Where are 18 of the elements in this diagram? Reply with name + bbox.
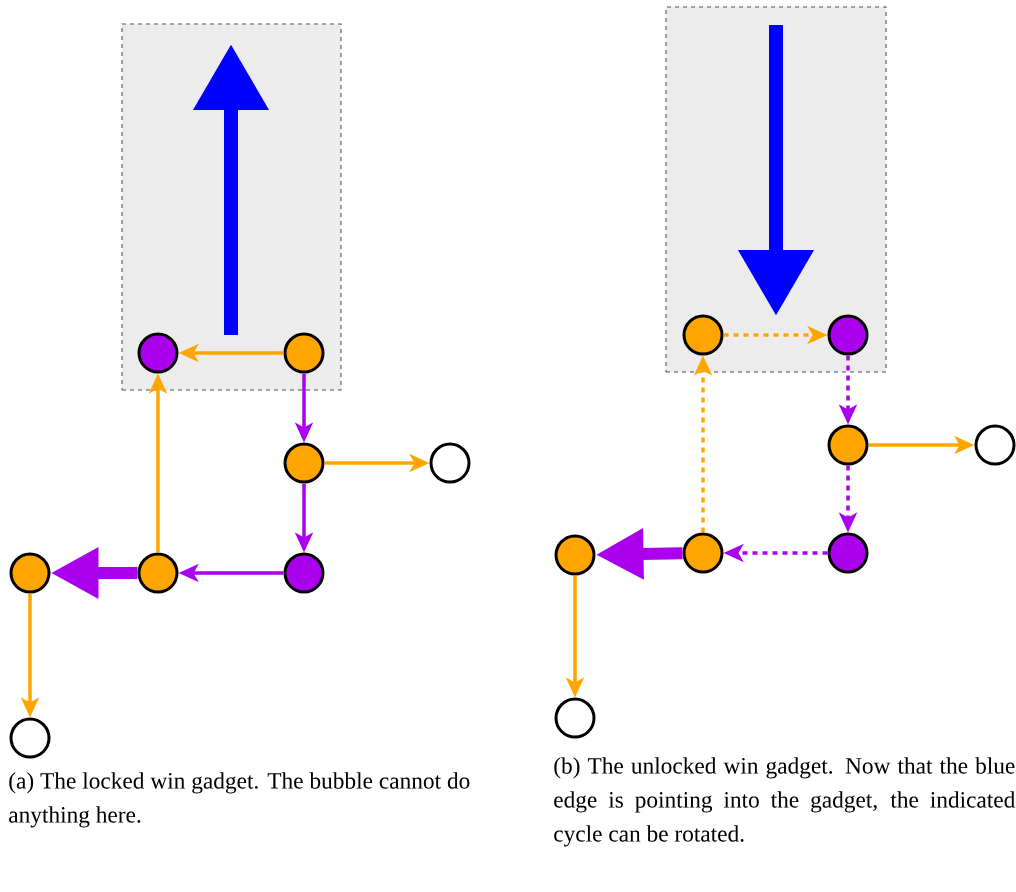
caption: (a) The locked win gadget. The bubble cannot do anything here. xyxy=(9,772,470,828)
vertex-circle xyxy=(9,552,51,594)
vertex-circle xyxy=(827,314,869,356)
caption: (b) The unlocked win gadget. Now that the blue edge is pointing into the gadget, the indicated cycle can be rotated. xyxy=(554,757,1016,847)
vertex-circle xyxy=(137,332,179,374)
vertex-circle xyxy=(682,532,724,574)
vertex-circle xyxy=(827,424,869,466)
vertex-circle xyxy=(137,552,179,594)
vertex-circle xyxy=(554,697,596,739)
vertex-circle xyxy=(283,442,325,484)
vertex-circle xyxy=(682,314,724,356)
vertex-circle xyxy=(974,424,1016,466)
vertex-circle xyxy=(283,332,325,374)
vertex-circle xyxy=(9,717,51,759)
vertex-circle xyxy=(554,534,596,576)
vertex-circle xyxy=(283,552,325,594)
vertex-circle xyxy=(827,532,869,574)
vertex-circle xyxy=(429,442,471,484)
